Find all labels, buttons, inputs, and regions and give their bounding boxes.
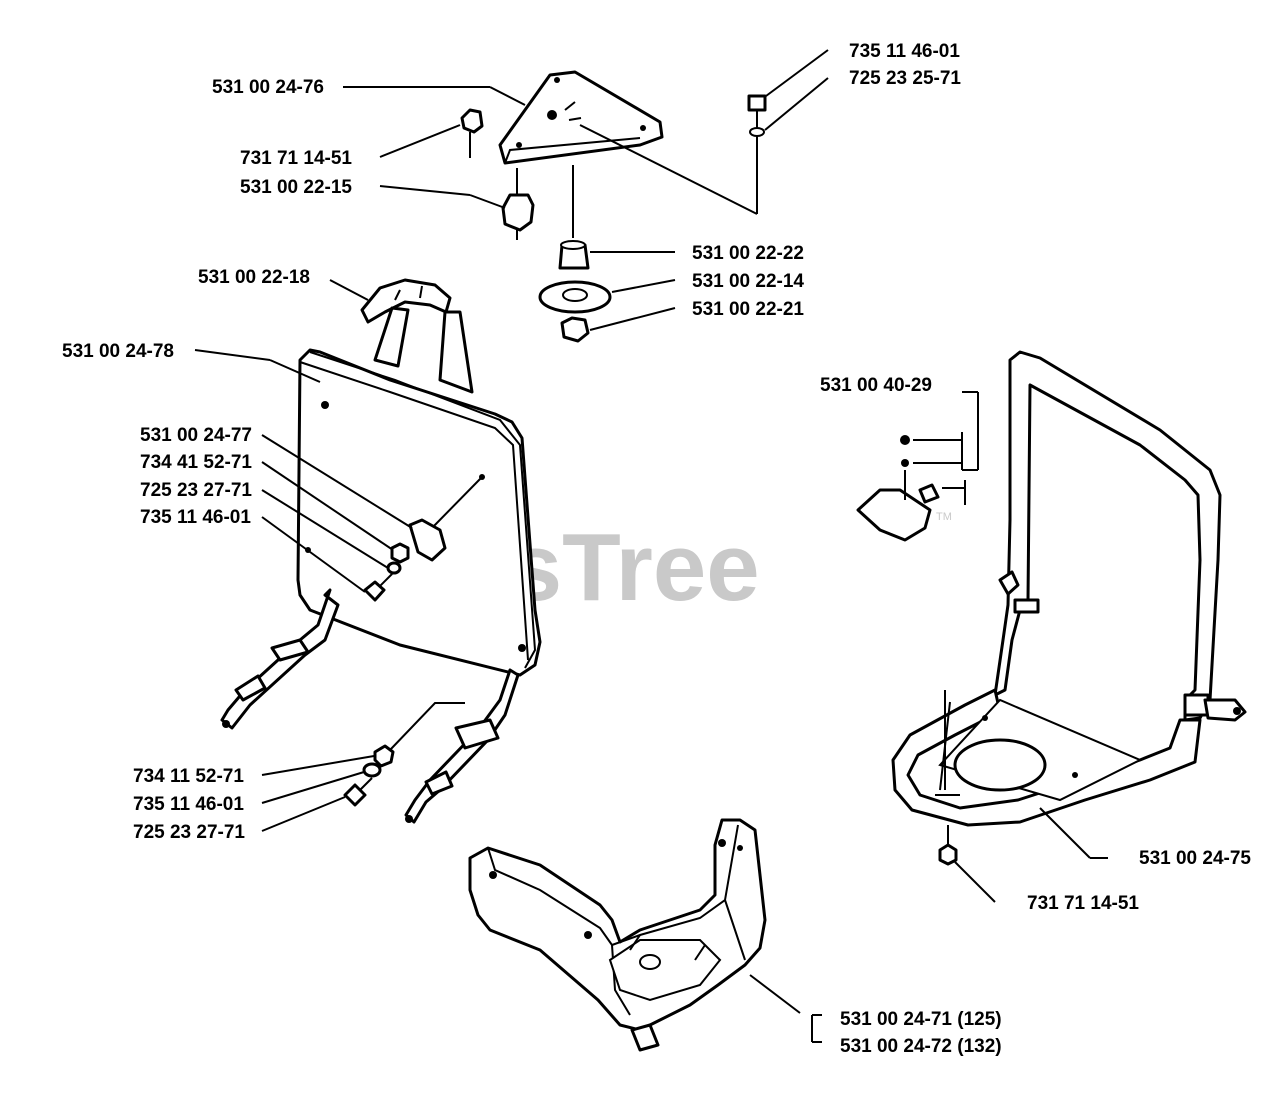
- mount-plate-part: [498, 70, 664, 238]
- part-label: 531 00 22-18: [198, 267, 310, 288]
- shield-nut-part: [390, 542, 410, 564]
- part-label: 735 11 46-01: [849, 41, 960, 62]
- nut-part: [460, 108, 484, 158]
- bolt-part: [579, 94, 767, 215]
- part-label: 531 00 24-76: [212, 77, 324, 98]
- nut-lower-part: [560, 316, 590, 343]
- part-label: 531 00 22-15: [240, 177, 352, 198]
- handle-clamp-part: [360, 278, 474, 394]
- spacer-part: [558, 240, 590, 270]
- part-label: 531 00 40-29: [820, 375, 932, 396]
- part-label: 734 41 52-71: [140, 452, 252, 473]
- shield-bolt-part: [363, 573, 393, 602]
- rubber-mount-part: [501, 168, 535, 240]
- rod-bolt-part: [343, 777, 373, 807]
- part-label: 734 11 52-71: [133, 766, 244, 787]
- washer-part: [538, 280, 612, 314]
- shield-washer-part: [386, 561, 402, 575]
- part-label: 731 71 14-51: [240, 148, 352, 169]
- trademark-symbol: TM: [936, 511, 952, 523]
- part-label: 531 00 22-21: [692, 299, 804, 320]
- left-rod-part: [220, 588, 340, 730]
- part-label: 725 23 27-71: [133, 822, 245, 843]
- part-label: 531 00 24-78: [62, 341, 174, 362]
- right-rod-part: [389, 668, 520, 824]
- part-label: 725 23 27-71: [140, 480, 252, 501]
- part-label: 531 00 24-72 (132): [840, 1036, 1002, 1057]
- part-label: 735 11 46-01: [140, 507, 251, 528]
- frame-clamp-part: [856, 391, 979, 542]
- part-label: 531 00 24-71 (125): [840, 1009, 1002, 1030]
- rod-washer-part: [362, 762, 382, 778]
- part-label: 725 23 25-71: [849, 68, 961, 89]
- leader-lines: [194, 49, 1108, 1043]
- part-label: 531 00 22-22: [692, 243, 804, 264]
- part-label: 531 00 24-75: [1139, 848, 1251, 869]
- frame-nut-part: [938, 825, 958, 866]
- part-label: 531 00 24-77: [140, 425, 252, 446]
- part-label: 531 00 22-14: [692, 271, 804, 292]
- shield-part: [296, 348, 542, 677]
- rod-nut-part: [373, 744, 395, 768]
- clip-part: [408, 518, 447, 562]
- part-label: 731 71 14-51: [1027, 893, 1139, 914]
- bottom-guard-part: [468, 818, 767, 1052]
- part-label: 735 11 46-01: [133, 794, 244, 815]
- frame-part: [891, 350, 1247, 827]
